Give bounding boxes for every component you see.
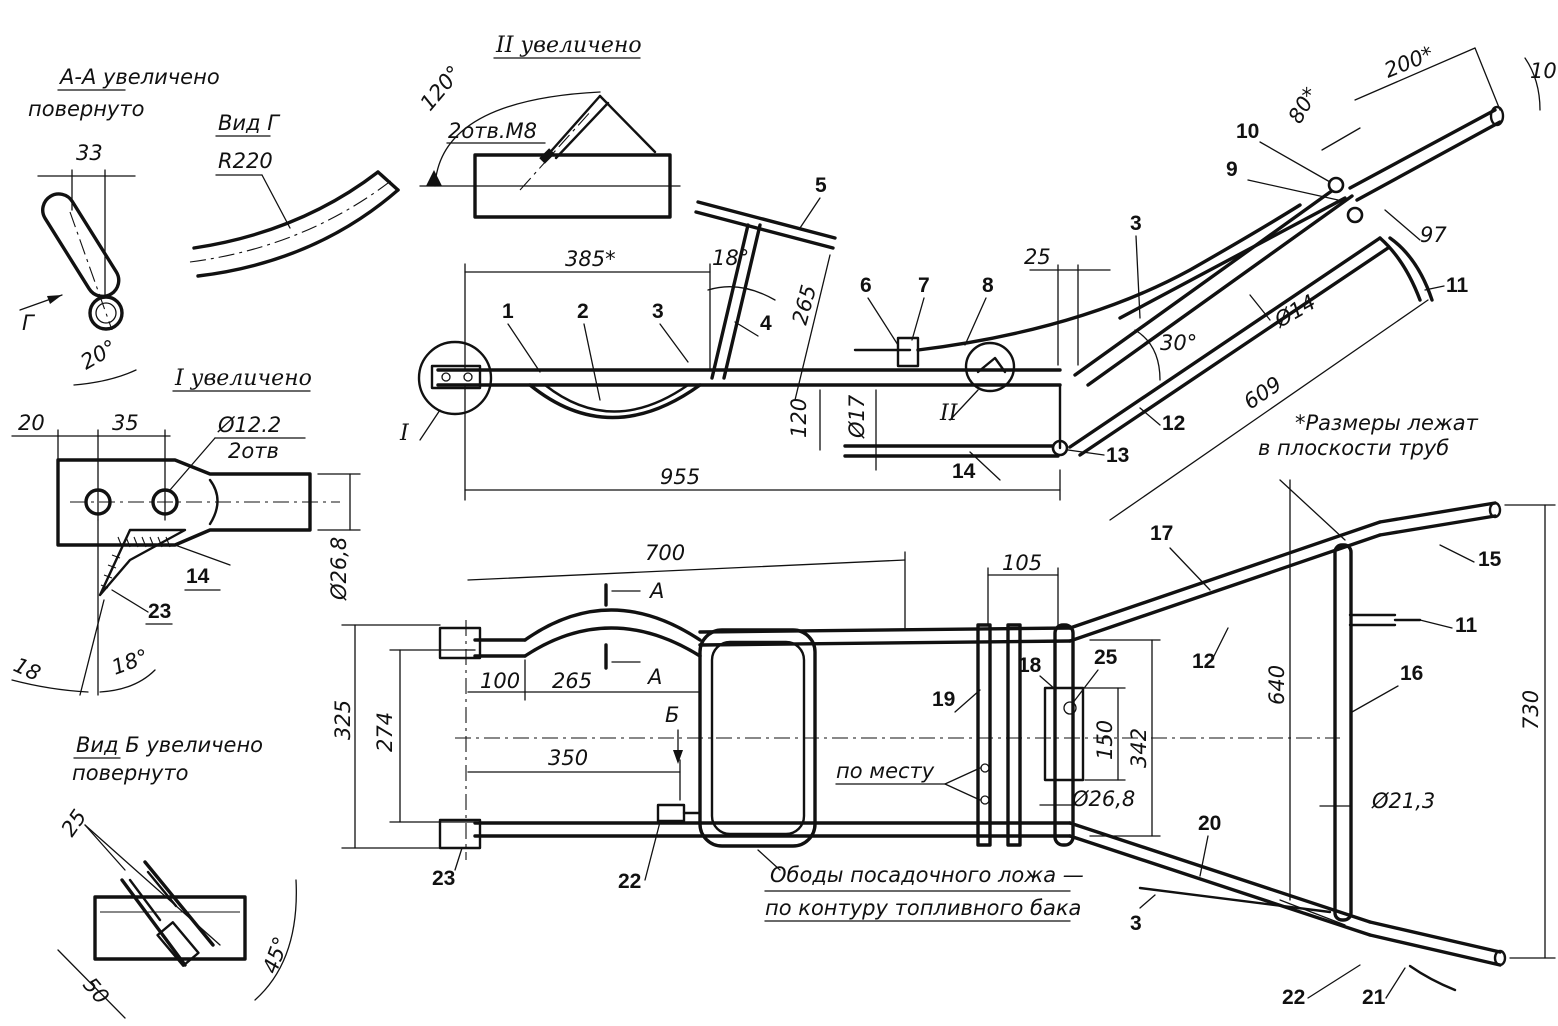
dim-dia-213: Ø21,3 — [1371, 789, 1435, 813]
view-g: Вид Г R220 — [189, 111, 400, 278]
part-2-label: 2 — [577, 300, 589, 323]
view-b-subtitle: повернуто — [72, 761, 188, 785]
view-b-angle: 45° — [258, 934, 293, 977]
part-3-plan-label: 3 — [1130, 912, 1142, 935]
part-13-label: 13 — [1106, 444, 1129, 467]
section-aa-width-label: 33 — [76, 141, 103, 165]
part-22-plan-label: 22 — [618, 870, 641, 893]
dim-700: 700 — [645, 541, 685, 565]
view-g-arrow-label: Г — [22, 311, 36, 335]
dim-274: 274 — [373, 712, 397, 752]
detail-i-angle: 18° — [109, 644, 152, 679]
part-24-label: 14 — [186, 565, 210, 588]
part-8-label: 8 — [982, 274, 994, 297]
section-aa-view: А-А увеличено повернуто 33 20° Г — [19, 65, 220, 386]
dim-100: 100 — [480, 669, 520, 693]
part-9-label: 9 — [1226, 158, 1238, 181]
part-14-label: 14 — [952, 460, 976, 483]
detail-ii: II увеличено 120° 2отв.М8 — [415, 33, 681, 219]
detail-ii-title: II увеличено — [495, 33, 642, 58]
dim-640: 640 — [1265, 665, 1289, 705]
note-plane-line2: в плоскости труб — [1258, 436, 1449, 460]
part-22b-label: 22 — [1282, 986, 1305, 1009]
part-12-plan-label: 12 — [1192, 650, 1215, 673]
note-in-place: по месту — [836, 759, 935, 783]
part-20-label: 20 — [1198, 812, 1221, 835]
dim-385: 385* — [565, 247, 616, 271]
section-aa-angle-label: 20° — [77, 335, 121, 374]
part-4-label: 4 — [760, 312, 772, 335]
part-23-plan-label: 23 — [432, 867, 455, 890]
dim-dia-268: Ø26,8 — [1071, 787, 1135, 811]
dim-dia-17: Ø17 — [845, 394, 869, 439]
detail-ref-i: I — [399, 421, 410, 446]
note-plane-line1: *Размеры лежат — [1295, 411, 1479, 435]
detail-i-hole-dia: Ø12.2 — [217, 413, 281, 437]
dim-265-side: 265 — [788, 282, 822, 327]
dim-80: 80* — [1284, 83, 1323, 127]
arrow-b-label: Б — [665, 703, 679, 727]
part-11-plan-label: 11 — [1455, 614, 1478, 637]
part-15-label: 15 — [1478, 548, 1502, 571]
view-b-title: Вид Б увеличено — [76, 733, 263, 757]
dim-265-plan: 265 — [552, 669, 592, 693]
dim-955: 955 — [660, 465, 700, 489]
view-g-radius-label: R220 — [218, 149, 273, 173]
part-6-label: 6 — [860, 274, 872, 297]
part-25-label: 25 — [1094, 646, 1118, 669]
detail-ref-ii: II — [939, 401, 959, 426]
dim-150: 150 — [1093, 720, 1117, 760]
part-21-label: 21 — [1362, 986, 1386, 1009]
part-1-label: 1 — [502, 300, 514, 323]
part-7-label: 7 — [918, 274, 930, 297]
view-b-dim-bottom: 50 — [78, 973, 114, 1009]
part-17-label: 17 — [1150, 522, 1173, 545]
cut-a-bottom: А — [646, 665, 662, 689]
dim-730: 730 — [1519, 690, 1543, 730]
dim-120: 120 — [787, 398, 811, 438]
detail-i-hole-count: 2отв — [228, 439, 279, 463]
dim-350: 350 — [548, 746, 588, 770]
view-g-title: Вид Г — [218, 111, 281, 135]
part-12-label: 12 — [1162, 412, 1185, 435]
part-23-detail-label: 23 — [148, 600, 171, 623]
detail-i-tube-dia: Ø26,8 — [327, 537, 351, 601]
note-seat-line1: Ободы посадочного ложа — — [770, 863, 1084, 887]
section-aa-subtitle: повернуто — [28, 97, 144, 121]
part-19-label: 19 — [932, 688, 955, 711]
dim-angle-18: 18° — [712, 246, 749, 270]
detail-ii-angle-label: 120° — [415, 61, 466, 115]
part-11-label: 11 — [1446, 274, 1469, 297]
dim-342: 342 — [1127, 728, 1151, 768]
detail-ii-holes-label: 2отв.М8 — [448, 119, 537, 143]
side-view: I 385* 18° 265 120 Ø17 14 955 — [399, 41, 1558, 521]
part-5-label: 5 — [815, 174, 827, 197]
part-3b-label: 3 — [1130, 212, 1142, 235]
dim-25-gap: 25 — [1024, 245, 1051, 269]
part-18-label: 18 — [1018, 654, 1042, 677]
part-10-label: 10 — [1236, 120, 1259, 143]
detail-i-circle — [417, 340, 493, 416]
dim-angle-10: 10° — [1530, 59, 1558, 83]
detail-i: I увеличено 20 35 Ø12.2 2отв Ø26,8 — [10, 366, 361, 696]
dim-609: 609 — [1239, 372, 1286, 414]
dim-105: 105 — [1002, 551, 1042, 575]
part-16-label: 16 — [1400, 662, 1423, 685]
dim-angle-30: 30° — [1160, 331, 1197, 355]
dim-325: 325 — [331, 700, 355, 740]
dim-97: 97 — [1420, 223, 1447, 247]
detail-ii-circle — [964, 341, 1016, 393]
detail-i-dim-left: 20 — [18, 411, 45, 435]
detail-i-title: I увеличено — [174, 366, 312, 391]
note-seat-line2: по контуру топливного бака — [765, 896, 1081, 920]
view-b: Вид Б увеличено повернуто 25 50 45° — [56, 733, 297, 1019]
section-aa-title: А-А увеличено — [58, 65, 220, 89]
view-b-dim-top: 25 — [56, 805, 91, 841]
detail-i-dim-mid: 35 — [112, 411, 139, 435]
cut-a-top: А — [648, 579, 664, 603]
plan-view: А А 700 100 265 350 Б 325 274 — [331, 479, 1556, 1009]
part-3-label: 3 — [652, 300, 664, 323]
